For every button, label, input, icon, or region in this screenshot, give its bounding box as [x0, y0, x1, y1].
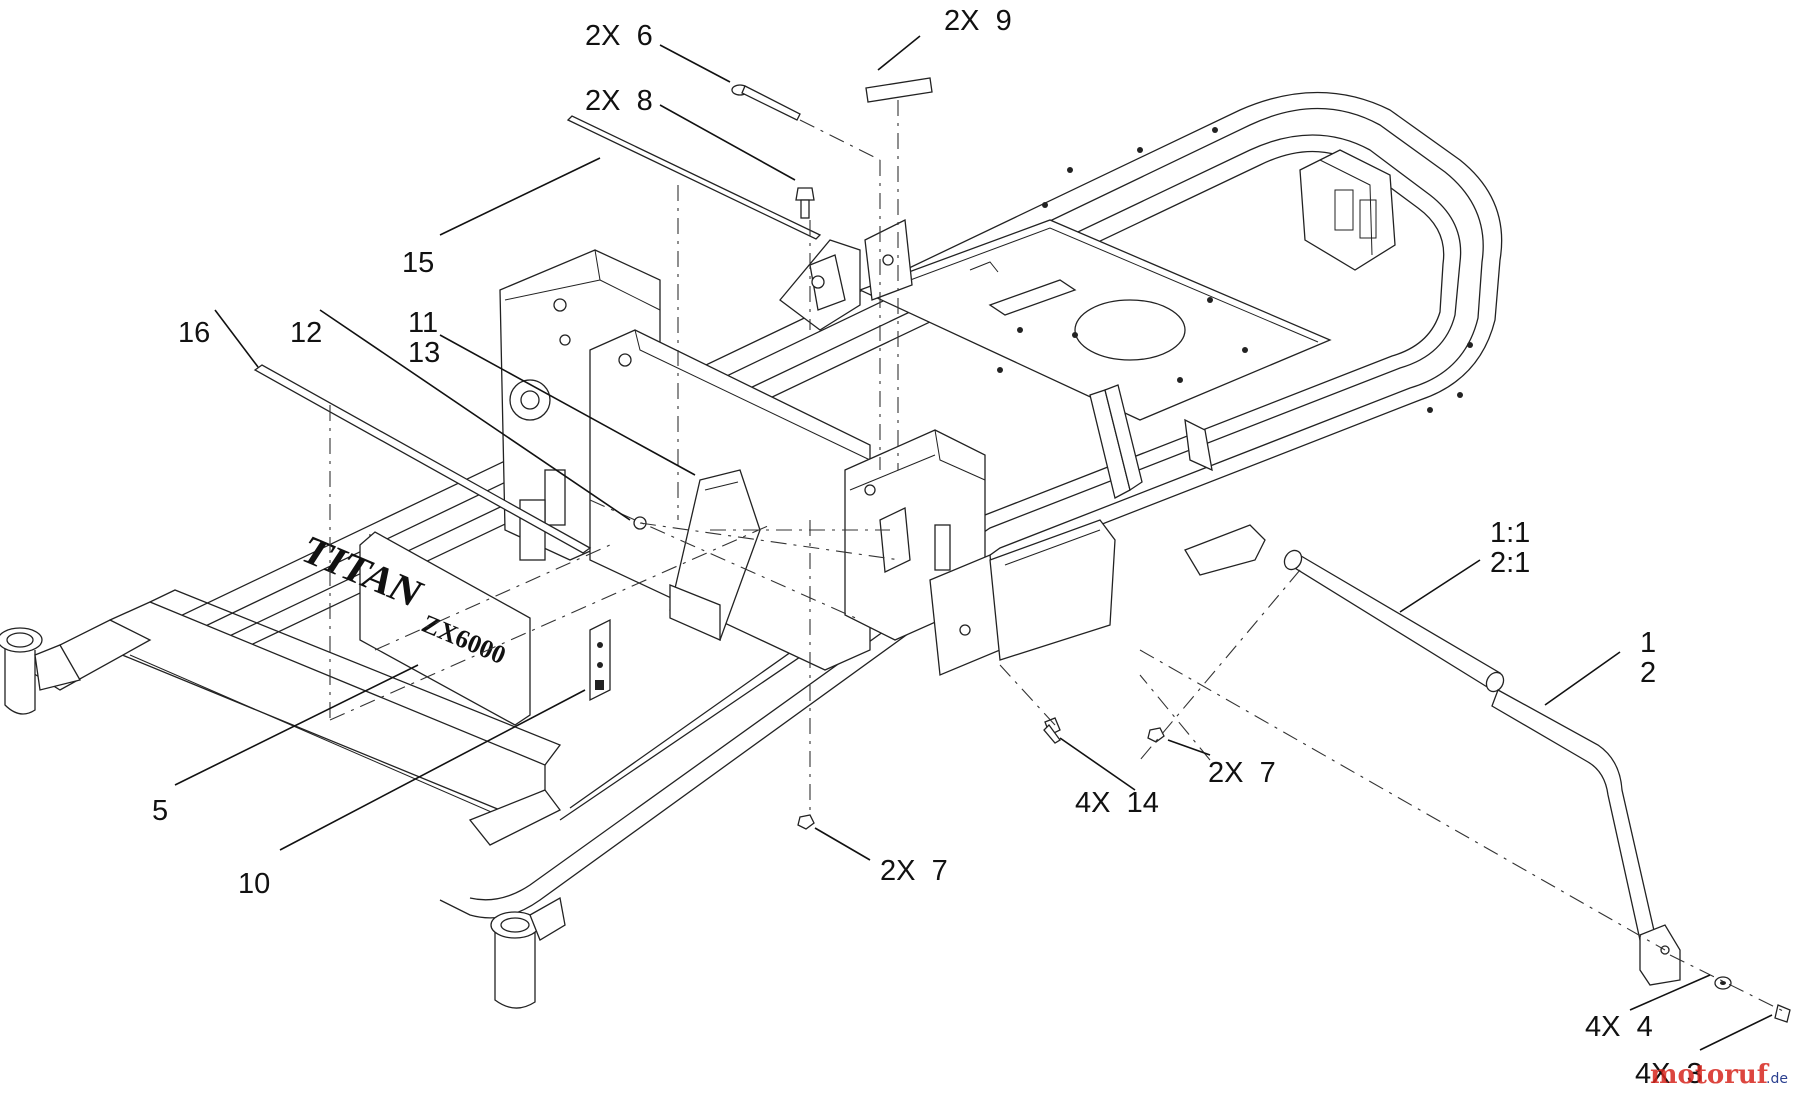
callout-2-1: 2:1 — [1490, 547, 1530, 579]
callout-2x7-right: 2X 7 — [1208, 757, 1276, 789]
part-16-strip — [253, 364, 592, 554]
watermark-suffix: .de — [1766, 1071, 1788, 1087]
callout-2x6: 2X 6 — [585, 20, 653, 52]
callout-2x7-lower: 2X 7 — [880, 855, 948, 887]
assembly-lines — [329, 100, 1786, 1013]
chassis-frame — [18, 91, 1503, 919]
callout-11: 11 — [408, 307, 438, 339]
seat-deck-plate — [858, 219, 1332, 421]
leader-lines — [174, 35, 1773, 1051]
callout-2: 2 — [1640, 657, 1656, 689]
part-6-pin — [731, 84, 801, 121]
support-tower-right — [844, 429, 1001, 676]
callout-1: 1 — [1640, 627, 1656, 659]
watermark-text: motoruf — [1650, 1060, 1770, 1090]
callout-16: 16 — [178, 317, 210, 349]
callout-4x14: 4X 14 — [1075, 787, 1159, 819]
callout-4x3: 4X 3 — [1635, 1058, 1703, 1090]
callout-15: 15 — [402, 247, 434, 279]
callout-1-1: 1:1 — [1490, 517, 1530, 549]
part-7-nut-lower — [797, 814, 815, 830]
part-14-bolt — [1043, 717, 1061, 744]
side-panel-right — [989, 519, 1116, 661]
part-4-washer — [1714, 976, 1732, 990]
front-caster-right — [490, 896, 566, 1009]
part-9-label — [865, 77, 933, 103]
part-15-rod — [566, 115, 822, 240]
part-3-bolt — [1774, 1004, 1791, 1023]
callout-2x9: 2X 9 — [944, 5, 1012, 37]
callout-12: 12 — [290, 317, 322, 349]
part-7-nut-right — [1147, 727, 1165, 743]
callout-2x8: 2X 8 — [585, 85, 653, 117]
seat-bracket-right — [1089, 384, 1213, 499]
part-8-bolt — [795, 187, 815, 219]
callout-5: 5 — [152, 795, 168, 827]
front-caster-left — [0, 627, 81, 715]
frame-holes — [1042, 127, 1473, 413]
part-10-decal — [589, 618, 611, 702]
callout-13: 13 — [408, 337, 440, 369]
seat-hinge-bracket — [779, 219, 913, 331]
callout-10: 10 — [238, 868, 270, 900]
part-1-2-control-lever — [1283, 549, 1681, 986]
callout-4x4: 4X 4 — [1585, 1011, 1653, 1043]
watermark: motoruf .de — [1650, 1060, 1788, 1090]
callout-labels: 2X 6 2X 9 2X 8 15 16 12 11 13 1:1 2:1 1 … — [152, 5, 1703, 1090]
